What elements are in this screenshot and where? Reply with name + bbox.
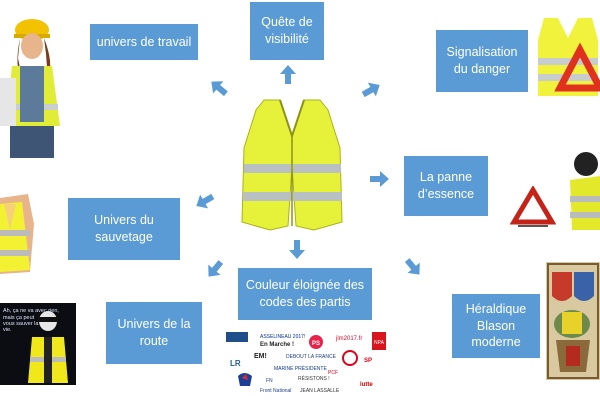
svg-text:En Marche !: En Marche ! bbox=[260, 342, 294, 348]
arrow-right-icon bbox=[368, 168, 390, 190]
worker-photo bbox=[0, 8, 70, 158]
poster-caption-1: Ah, ça ne va avec rien, bbox=[3, 308, 59, 314]
warning-triangle-and-vest-photo bbox=[538, 18, 600, 96]
arrow-down-right-icon bbox=[398, 252, 429, 283]
arrow-up-right-icon bbox=[356, 75, 386, 105]
rescue-vest-photo bbox=[0, 184, 36, 276]
political-party-logos: ASSELINEAU 2017! En Marche ! PS jlm2017.… bbox=[224, 330, 396, 398]
vest-wearer-photo bbox=[570, 152, 600, 230]
svg-text:EM!: EM! bbox=[254, 353, 267, 360]
svg-text:JEAN LASSALLE: JEAN LASSALLE bbox=[300, 388, 340, 394]
svg-text:Front National: Front National bbox=[260, 388, 291, 394]
svg-text:NPA: NPA bbox=[374, 340, 385, 346]
svg-text:SP: SP bbox=[364, 358, 372, 364]
arrow-down-icon bbox=[286, 238, 308, 260]
svg-text:FN: FN bbox=[266, 378, 273, 384]
node-heraldry: Héraldique Blason moderne bbox=[452, 294, 540, 358]
svg-text:PS: PS bbox=[312, 341, 320, 347]
arrow-up-icon bbox=[277, 64, 299, 86]
center-vest-icon bbox=[241, 99, 343, 231]
node-rescue: Univers du sauvetage bbox=[68, 198, 180, 260]
node-road-universe: Univers de la route bbox=[106, 302, 202, 364]
poster-caption-2: mais ça peut vous sauver la vie. bbox=[3, 315, 39, 333]
arrow-left-icon bbox=[190, 186, 220, 216]
arrow-down-left-icon bbox=[200, 254, 231, 285]
node-work-universe: univers de travail bbox=[90, 24, 198, 60]
svg-text:RÉSISTONS !: RÉSISTONS ! bbox=[298, 375, 330, 382]
arrow-up-left-icon bbox=[204, 73, 235, 104]
svg-text:ASSELINEAU 2017!: ASSELINEAU 2017! bbox=[260, 334, 305, 340]
svg-text:MARINE PRÉSIDENTE: MARINE PRÉSIDENTE bbox=[274, 365, 327, 372]
heraldic-painting bbox=[546, 262, 600, 380]
node-visibility: Quête de visibilité bbox=[250, 2, 324, 60]
svg-text:jlm2017.fr: jlm2017.fr bbox=[335, 336, 362, 342]
roadside-triangle-photo bbox=[510, 186, 556, 227]
svg-text:PCF: PCF bbox=[328, 370, 338, 376]
road-safety-poster: Ah, ça ne va avec rien, mais ça peut vou… bbox=[0, 303, 76, 385]
svg-text:LR: LR bbox=[230, 359, 241, 368]
node-fuel-breakdown: La panne d’essence bbox=[404, 156, 488, 216]
node-danger-signal: Signalisation du danger bbox=[436, 30, 528, 92]
svg-text:DEBOUT LA FRANCE: DEBOUT LA FRANCE bbox=[286, 354, 337, 360]
node-party-colors: Couleur éloignée des codes des partis bbox=[238, 268, 372, 320]
svg-text:lutte: lutte bbox=[360, 382, 373, 388]
